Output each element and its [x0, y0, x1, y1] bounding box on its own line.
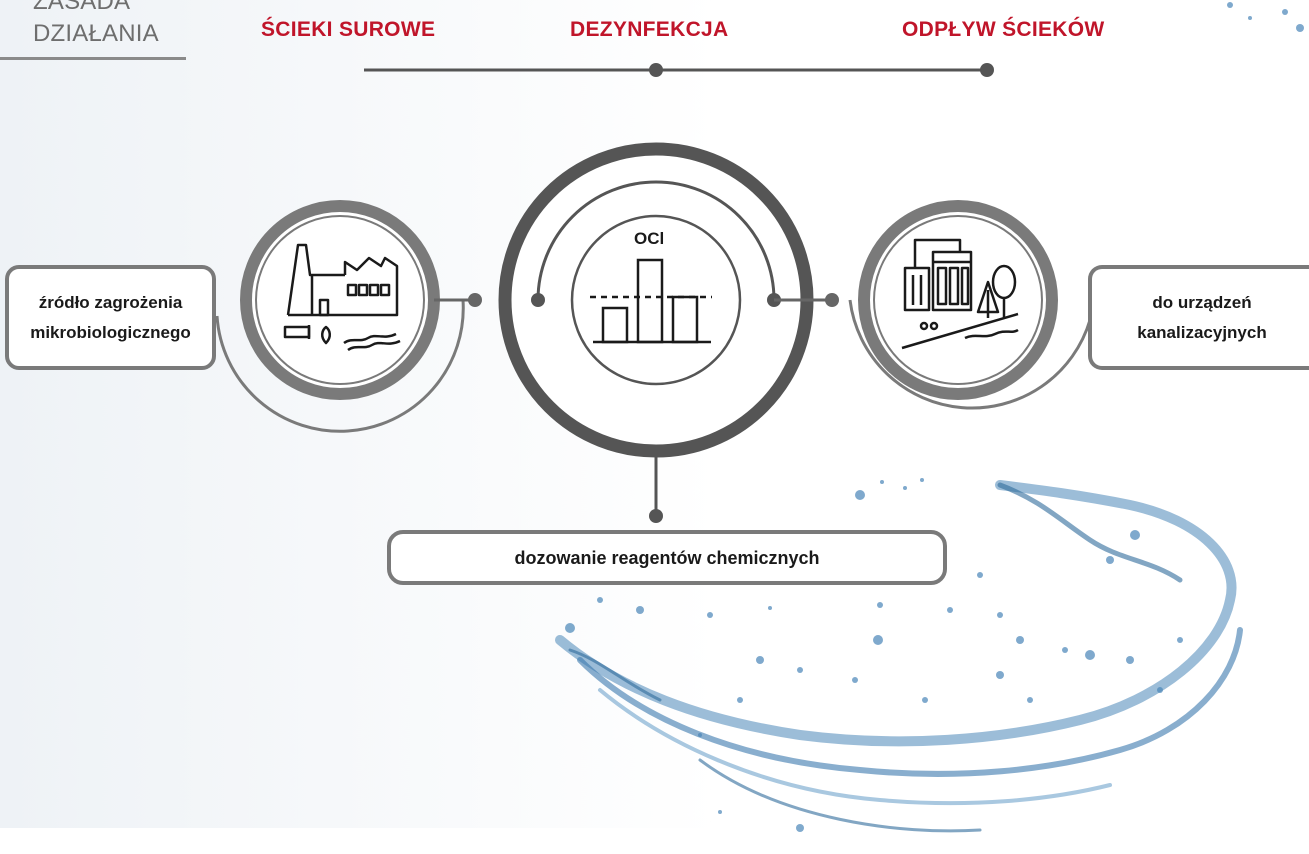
section-title-line2: DZIAŁANIA — [33, 20, 159, 47]
disinfection-chart-icon — [590, 258, 712, 344]
dosing-box: dozowanie reagentów chemicznych — [387, 530, 947, 585]
raw-sewage-node — [215, 200, 482, 433]
stage-label-disinfection: DEZYNFEKCJA — [570, 18, 729, 41]
source-box-line1: źródło zagrożenia — [38, 292, 183, 312]
bottom-strip — [0, 828, 1309, 854]
timeline-dot-outflow — [980, 63, 994, 77]
stage-label-outflow: ODPŁYW ŚCIEKÓW — [902, 18, 1105, 41]
destination-box-line1: do urządzeń — [1152, 292, 1252, 312]
timeline-dot-disinfection — [649, 63, 663, 77]
section-underline — [0, 57, 186, 60]
section-title-line1: ZASADA — [33, 0, 131, 15]
water-splash-icon — [555, 2, 1304, 833]
disinfection-node — [498, 142, 814, 523]
destination-box: do urządzeń kanalizacyjnych — [1088, 265, 1309, 370]
source-box: źródło zagrożenia mikrobiologicznego — [5, 265, 216, 370]
oci-label: OCl — [634, 229, 665, 248]
source-box-line2: mikrobiologicznego — [30, 322, 191, 342]
dosing-box-label: dozowanie reagentów chemicznych — [514, 547, 820, 568]
destination-box-line2: kanalizacyjnych — [1137, 322, 1267, 342]
factory-icon — [283, 243, 401, 352]
stage-label-raw-sewage: ŚCIEKI SUROWE — [261, 18, 436, 41]
section-title: ZASADA DZIAŁANIA — [33, 0, 159, 50]
treatment-plant-icon — [901, 238, 1019, 350]
